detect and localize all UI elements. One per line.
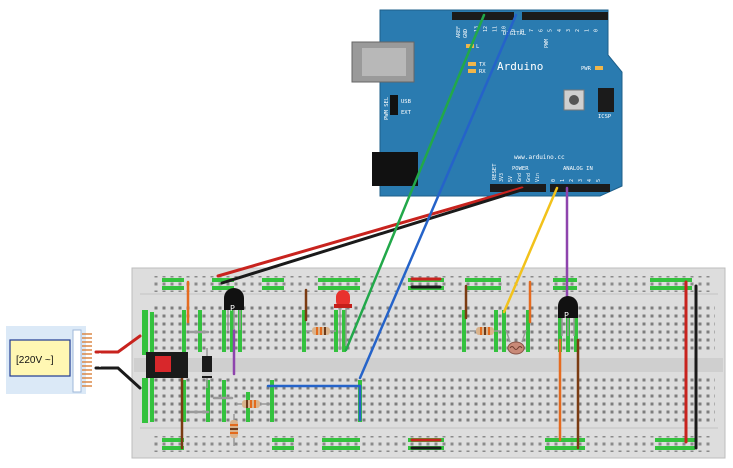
pin-label: 5	[548, 29, 554, 32]
rx-led	[468, 69, 476, 73]
pin-label: 1	[584, 29, 590, 32]
aref-label: AREF	[456, 26, 462, 38]
pin-label: 0	[594, 29, 600, 32]
analog-in-label: ANALOG IN	[563, 166, 593, 172]
analog-header	[550, 184, 610, 192]
tx-label: TX	[479, 62, 486, 68]
breadboard	[131, 267, 726, 459]
red-led	[334, 290, 352, 350]
pin-label: 3	[566, 29, 572, 32]
reset-label: RESET	[492, 163, 498, 180]
arduino-brand: Arduino	[497, 60, 543, 73]
icsp-label: ICSP	[598, 114, 612, 120]
transistor-right: P	[558, 296, 578, 336]
wire-red-5v	[216, 186, 524, 278]
transistor-right-label: P	[564, 311, 569, 320]
pin-label: 10	[502, 26, 508, 32]
pin-label: 6	[538, 29, 544, 32]
gnd-label: GND	[463, 29, 469, 38]
terminal-strip-bottom	[150, 376, 715, 424]
digital-label: DIGITAL	[503, 31, 527, 37]
rx-label: RX	[479, 69, 486, 75]
power-label: POWER	[512, 166, 529, 172]
l-led-label: L	[476, 44, 480, 50]
resistor-led	[306, 327, 336, 335]
resistor-base	[236, 400, 270, 408]
wires	[94, 13, 698, 450]
center-channel	[134, 358, 723, 372]
resistor-vertical	[230, 414, 238, 446]
arduino-website: www.arduino.cc	[514, 154, 565, 161]
pin-label: 5	[596, 179, 602, 182]
wire-green-digital	[344, 13, 486, 352]
pin-label: 5V	[508, 176, 514, 182]
pin-label: 0	[551, 179, 557, 182]
digital-header-right	[522, 12, 608, 20]
transistor-left-label: P	[230, 304, 235, 313]
mains-supply: [220V ~]	[6, 326, 92, 394]
pin-label: 12	[483, 26, 489, 32]
pin-label: 4	[587, 179, 593, 182]
pwr-led-label: PWR	[581, 66, 592, 72]
pin-label: 9	[511, 29, 517, 32]
pwm-sel-switch[interactable]	[390, 95, 398, 115]
resistor-sensor	[470, 327, 500, 335]
mains-label: [220V ~]	[16, 355, 54, 366]
relay	[146, 352, 188, 378]
terminal-strip-top	[150, 306, 715, 354]
pwm-label: PWM	[544, 39, 550, 48]
pwm-sel-label: PWM SEL	[384, 96, 390, 120]
power-jack	[372, 152, 418, 186]
usb-label: USB	[401, 99, 412, 105]
photoresistor	[505, 329, 527, 355]
pin-label: 3	[578, 179, 584, 182]
mains-lead-black	[94, 366, 142, 390]
transistor-left: P	[224, 288, 244, 330]
wire-black-gnd	[220, 186, 530, 285]
pin-label: Gnd	[517, 173, 523, 182]
icsp-header	[598, 88, 614, 112]
pin-label: 8	[520, 29, 526, 32]
pwr-led	[595, 66, 603, 70]
pin-label: 1	[560, 179, 566, 182]
pin-label: 4	[557, 29, 563, 32]
ext-label: EXT	[401, 110, 412, 116]
pin-label: 11	[492, 26, 498, 32]
pin-label: Gnd	[526, 173, 532, 182]
mains-lead-red	[94, 334, 142, 354]
pin-label: Vin	[535, 173, 541, 182]
wire-blue-digital	[358, 13, 518, 380]
components: P P	[146, 288, 578, 446]
pin-label: 2	[575, 29, 581, 32]
pin-label: 3V3	[499, 173, 505, 182]
pin-label: 2	[569, 179, 575, 182]
pin-label: 7	[529, 29, 535, 32]
wire-yellow-analog	[502, 186, 559, 314]
arduino-board: Arduino www.arduino.cc DIGITAL POWER ANA…	[351, 9, 623, 197]
diode	[202, 348, 212, 388]
tx-led	[468, 62, 476, 66]
